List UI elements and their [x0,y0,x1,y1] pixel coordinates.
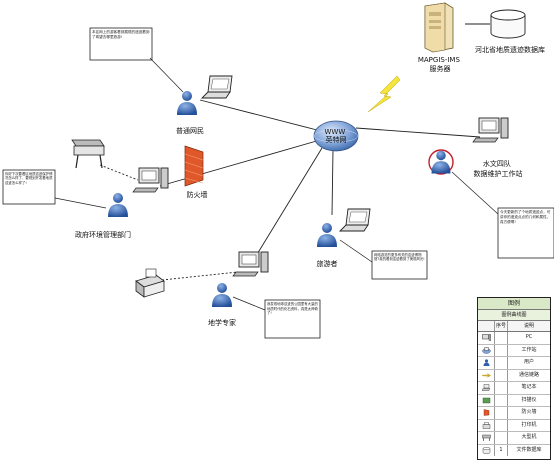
legend-row-no [495,344,508,356]
link-icon [478,369,495,381]
link-hydro-station [355,127,481,138]
legend-header-row: 序号 说明 [478,321,550,332]
hydro-station-person-icon [428,149,454,175]
legend-row-desc: PC [525,334,533,340]
server-label: MAPGIS-IMS 服务器 [418,56,462,73]
database-icon [478,444,495,456]
workstation-icon [478,344,495,356]
geo-expert-label: 地学专家 [208,318,236,327]
plotter-icon [478,432,495,444]
link-printer [161,271,239,281]
legend-row-no [495,369,508,381]
internet-globe-icon [313,120,359,152]
legend-row: 工作站 [478,344,550,357]
normal-user-person-icon [177,91,197,115]
geo-expert-note-box [264,299,321,339]
legend-row-no [495,382,508,394]
gov-dept-note: 你好下次要看区地质遗迹保护情况怎么样了，要规划开发看地质遗迹怎么样了! [5,172,52,185]
legend-row: 笔记本 [478,382,550,395]
legend-row: PC [478,332,550,345]
firewall-label: 防火墙 [187,190,208,199]
legend-col-desc: 说明 [523,323,534,329]
hydro-station-label: 水文四队 数据维护工作站 [474,159,523,178]
legend-title: 图例 [478,298,550,310]
normal-user-note: 本区网上的游客看到展现的遗迹看到了希望去哪里旅游! [92,30,150,39]
server-icon [424,2,454,53]
database-icon [490,9,526,39]
legend-row: 通信链路 [478,369,550,382]
geo-expert-note: 我发现地球遗迹的公园里有大量的地质时代的化石资料，真是太神奇了! [267,302,318,315]
legend-row-no [495,432,508,444]
tourist-laptop-icon [339,208,371,232]
tourist-note-box [371,250,428,280]
legend-row-desc: 用户 [523,359,534,365]
legend-rows: PC 工作站用户通信链路笔记本扫描仪防火墙打印机大型机 1 文件数据库 [478,332,550,456]
lightning-link-icon [367,75,401,113]
geo-expert-pc-icon [232,251,269,277]
pc-icon [478,332,495,344]
laptop-icon [478,382,495,394]
legend-row-desc: 笔记本 [521,384,537,390]
legend-row-no [495,419,508,431]
legend-row-no [495,357,508,369]
link-expert [255,147,323,257]
gov-dept-person-icon [108,193,128,217]
legend-row: 打印机 [478,419,550,432]
legend-row: 防火墙 [478,407,550,420]
tourist-person-icon [317,223,337,247]
plotter-icon [71,139,105,169]
link-gov [159,139,321,187]
legend-row: 用户 [478,357,550,370]
legend-row: 扫描仪 [478,394,550,407]
legend-row-desc: 打印机 [521,421,537,428]
network-links [99,23,490,281]
firewall-icon [478,407,495,419]
gov-dept-pc-icon [132,167,169,193]
hydro-station-note-box [497,207,554,259]
internet-label: WWW 英特网 [325,128,348,144]
gov-dept-note-box [2,169,56,205]
legend-row-desc: 防火墙 [521,409,537,415]
legend-row-desc: 扫描仪 [521,396,537,403]
normal-user-note-box [89,27,153,61]
tourist-note: 网络游览的更多有关的遗迹博物馆?真的看到遗迹看到了美丽风光! [374,253,425,261]
user-icon [478,357,495,369]
legend-row-desc: 工作站 [521,346,537,353]
gov-dept-label: 政府环境管理部门 [75,230,131,239]
legend-row-desc: 大型机 [521,434,537,440]
link-normal-user [199,99,318,131]
hydro-station-pc-icon [472,117,509,143]
firewall-icon [184,145,204,187]
legend-col-no: 序号 [495,321,508,331]
legend-row-no [495,407,508,419]
legend-row: 1 文件数据库 [478,444,550,456]
scanner-icon [478,394,495,406]
link-tourist [331,149,334,216]
printer-icon [135,268,165,298]
printer-icon [478,419,495,431]
tourist-label: 旅游者 [317,259,338,268]
legend-panel: 图例 图例曲线图 序号 说明 PC 工作站用户通信链路笔记本扫描仪防火墙打印机大型… [477,297,551,460]
legend-subtitle: 图例曲线图 [478,310,550,321]
legend-row-desc: 通信链路 [518,371,539,378]
normal-user-laptop-icon [201,75,233,99]
database-label: 河北省地质遗迹数据库 [475,45,545,54]
legend-row-no [495,394,508,406]
legend-row-no: 1 [495,444,508,456]
legend-row: 大型机 [478,432,550,445]
legend-row-desc: 文件数据库 [516,446,542,453]
link-plotter [99,164,139,181]
normal-user-label: 普通网民 [176,126,204,135]
legend-col-icon [478,321,495,331]
geo-expert-person-icon [212,283,232,307]
legend-row-no [495,332,508,344]
hydro-station-note: 今天更新的了个地质遗迹点，可讲你的遗迹点点的几何和属性，真方便啊! [500,210,550,224]
